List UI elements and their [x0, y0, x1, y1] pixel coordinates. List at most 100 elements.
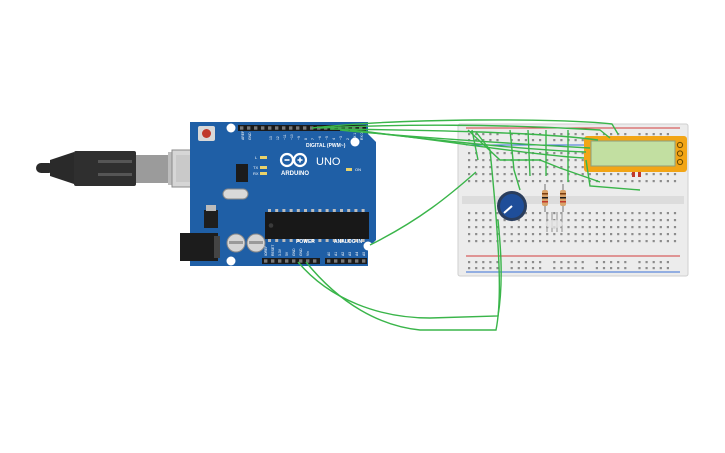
breadboard-hole[interactable]	[666, 240, 669, 243]
breadboard-hole[interactable]	[624, 233, 627, 236]
breadboard-hole[interactable]	[652, 219, 655, 222]
breadboard-hole[interactable]	[652, 240, 655, 243]
potentiometer[interactable]	[497, 191, 527, 221]
breadboard-hole[interactable]	[546, 173, 549, 176]
breadboard-hole[interactable]	[617, 219, 620, 222]
breadboard-hole[interactable]	[489, 233, 492, 236]
wire[interactable]	[319, 124, 611, 139]
breadboard-hole[interactable]	[595, 226, 598, 229]
breadboard-hole[interactable]	[489, 226, 492, 229]
breadboard-hole[interactable]	[560, 173, 563, 176]
breadboard-hole[interactable]	[539, 166, 542, 169]
breadboard-hole[interactable]	[560, 159, 563, 162]
breadboard-hole[interactable]	[645, 233, 648, 236]
breadboard-hole[interactable]	[496, 173, 499, 176]
breadboard-hole[interactable]	[652, 261, 655, 264]
breadboard-hole[interactable]	[624, 267, 627, 270]
breadboard-hole[interactable]	[539, 219, 542, 222]
header-pin[interactable]	[334, 259, 338, 263]
breadboard-hole[interactable]	[503, 240, 506, 243]
breadboard-hole[interactable]	[624, 240, 627, 243]
breadboard-hole[interactable]	[588, 240, 591, 243]
breadboard-hole[interactable]	[602, 226, 606, 229]
resistor[interactable]	[542, 184, 548, 212]
breadboard-hole[interactable]	[489, 212, 492, 215]
breadboard-hole[interactable]	[666, 212, 669, 215]
breadboard-hole[interactable]	[553, 173, 556, 176]
header-pin[interactable]	[299, 259, 303, 263]
breadboard-hole[interactable]	[503, 173, 506, 176]
wire[interactable]	[311, 119, 619, 135]
breadboard-hole[interactable]	[524, 226, 527, 229]
header-pin[interactable]	[303, 126, 307, 130]
breadboard-hole[interactable]	[673, 180, 677, 183]
breadboard-hole[interactable]	[645, 267, 648, 270]
breadboard-hole[interactable]	[595, 219, 598, 222]
breadboard-hole[interactable]	[645, 212, 648, 215]
breadboard-hole[interactable]	[553, 133, 556, 136]
breadboard-hole[interactable]	[574, 133, 577, 136]
breadboard-hole[interactable]	[666, 219, 669, 222]
header-pin[interactable]	[264, 259, 268, 263]
breadboard-hole[interactable]	[475, 226, 478, 229]
breadboard-hole[interactable]	[489, 166, 492, 169]
breadboard-hole[interactable]	[652, 133, 655, 136]
breadboard-hole[interactable]	[574, 152, 577, 155]
breadboard-hole[interactable]	[524, 139, 527, 142]
header-pin[interactable]	[310, 126, 314, 130]
breadboard-hole[interactable]	[524, 180, 527, 183]
breadboard-hole[interactable]	[517, 267, 520, 270]
breadboard-hole[interactable]	[531, 226, 535, 229]
breadboard-hole[interactable]	[531, 180, 535, 183]
wire[interactable]	[471, 129, 479, 161]
breadboard-hole[interactable]	[574, 139, 577, 142]
breadboard-hole[interactable]	[468, 133, 471, 136]
breadboard-hole[interactable]	[531, 233, 535, 236]
breadboard-hole[interactable]	[652, 212, 655, 215]
breadboard-hole[interactable]	[468, 152, 471, 155]
wire[interactable]	[509, 129, 521, 191]
breadboard-hole[interactable]	[638, 212, 641, 215]
analog-header[interactable]	[325, 258, 367, 264]
breadboard-hole[interactable]	[560, 152, 563, 155]
header-pin[interactable]	[352, 126, 356, 130]
breadboard-hole[interactable]	[482, 133, 485, 136]
breadboard-hole[interactable]	[475, 267, 478, 270]
breadboard-hole[interactable]	[539, 226, 542, 229]
breadboard-hole[interactable]	[610, 267, 613, 270]
breadboard-hole[interactable]	[595, 267, 598, 270]
breadboard-hole[interactable]	[546, 180, 549, 183]
breadboard-hole[interactable]	[503, 219, 506, 222]
breadboard-hole[interactable]	[489, 267, 492, 270]
breadboard-hole[interactable]	[638, 180, 641, 183]
breadboard-hole[interactable]	[581, 152, 584, 155]
breadboard-hole[interactable]	[610, 212, 613, 215]
breadboard-hole[interactable]	[560, 267, 563, 270]
breadboard-hole[interactable]	[624, 261, 627, 264]
breadboard-hole[interactable]	[503, 180, 506, 183]
reset-button[interactable]	[198, 126, 215, 141]
breadboard-hole[interactable]	[617, 173, 620, 176]
breadboard-hole[interactable]	[673, 219, 677, 222]
breadboard-hole[interactable]	[517, 173, 520, 176]
breadboard-hole[interactable]	[517, 226, 520, 229]
breadboard-hole[interactable]	[581, 219, 584, 222]
breadboard-hole[interactable]	[531, 173, 535, 176]
breadboard-hole[interactable]	[567, 212, 570, 215]
breadboard-hole[interactable]	[489, 139, 492, 142]
header-pin[interactable]	[247, 126, 251, 130]
breadboard-hole[interactable]	[567, 240, 570, 243]
breadboard-hole[interactable]	[510, 267, 513, 270]
breadboard-hole[interactable]	[595, 173, 598, 176]
breadboard-hole[interactable]	[496, 133, 499, 136]
breadboard-hole[interactable]	[468, 166, 471, 169]
breadboard-hole[interactable]	[602, 180, 606, 183]
breadboard-hole[interactable]	[638, 133, 641, 136]
breadboard-hole[interactable]	[475, 166, 478, 169]
breadboard-hole[interactable]	[482, 180, 485, 183]
breadboard-hole[interactable]	[496, 166, 499, 169]
breadboard-hole[interactable]	[659, 133, 662, 136]
breadboard-hole[interactable]	[482, 240, 485, 243]
breadboard-hole[interactable]	[524, 219, 527, 222]
breadboard-hole[interactable]	[517, 152, 520, 155]
